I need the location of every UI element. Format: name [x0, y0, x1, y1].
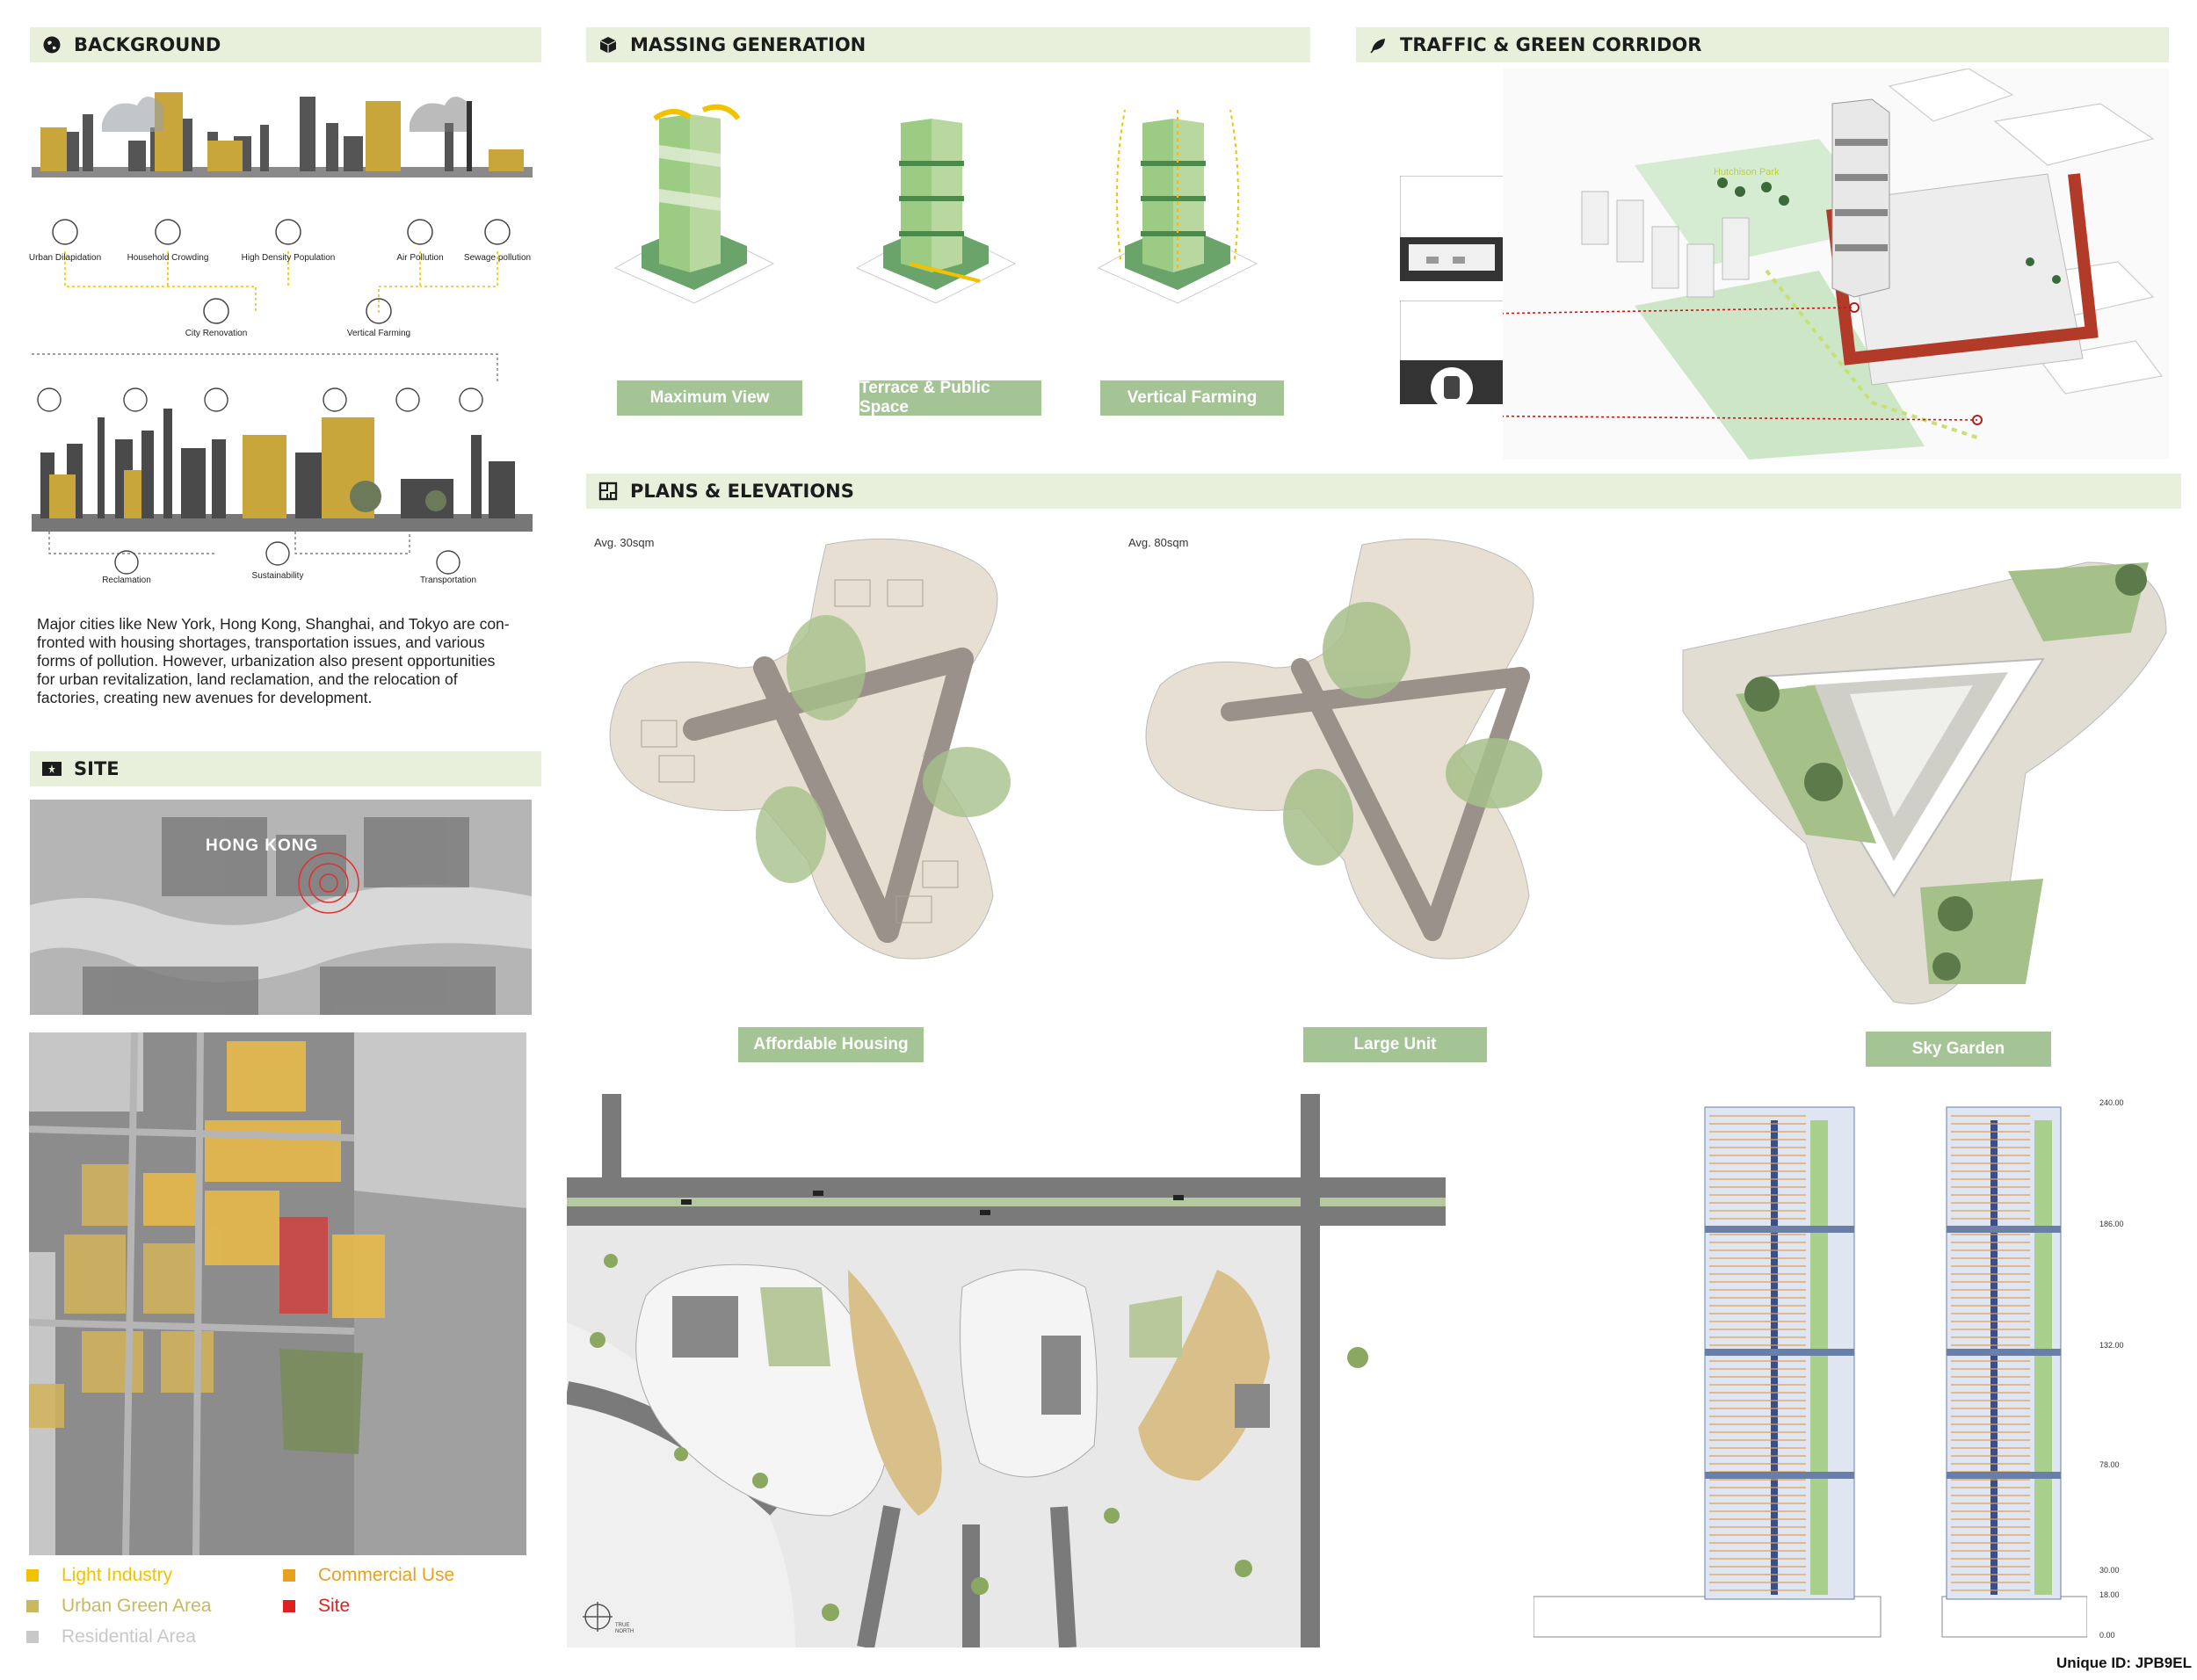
massing-diagram-terrace [848, 92, 1024, 321]
section-title-site: SITE [74, 758, 120, 779]
section-title-background: BACKGROUND [74, 34, 221, 55]
site-aerial-map: HONG KONG [30, 800, 532, 1015]
floorplan-icon [598, 482, 618, 501]
opportunity-label-2: Transportation [419, 576, 477, 585]
traffic-section-top [1399, 175, 1505, 282]
level-label-2: 132.00 [2099, 1341, 2124, 1350]
hk-flag-icon [42, 759, 62, 778]
massing-label-vertical-farming: Vertical Farming [1100, 380, 1284, 416]
site-zoning-map [29, 1032, 526, 1555]
park-label: Hutchison Park [1714, 167, 1780, 177]
strategy-label-1: Vertical Farming [346, 329, 411, 338]
legend-site: Site [283, 1596, 350, 1617]
section-title-traffic: TRAFFIC & GREEN CORRIDOR [1400, 34, 1702, 55]
section-title-plans: PLANS & ELEVATIONS [630, 481, 854, 502]
section-bar-background: BACKGROUND [30, 27, 541, 62]
section-bar-traffic: TRAFFIC & GREEN CORRIDOR [1356, 27, 2169, 62]
globe-icon [42, 35, 62, 54]
elevation-drawings [1533, 1094, 2088, 1647]
plan-label-large-unit: Large Unit [1303, 1027, 1487, 1062]
legend-commercial-use: Commercial Use [283, 1565, 454, 1586]
traffic-section-bottom [1399, 300, 1505, 409]
leaf-icon [1368, 35, 1388, 54]
issue-label-3: Air Pollution [396, 253, 444, 263]
legend-swatch [283, 1600, 295, 1612]
true-north-label: TRUE NORTH [615, 1623, 634, 1634]
legend-label: Residential Area [62, 1626, 196, 1647]
issue-label-0: Urban Dilapidation [28, 253, 102, 263]
massing-label-terrace: Terrace & Public Space [859, 379, 1041, 416]
background-paragraph: Major cities like New York, Hong Kong, S… [37, 615, 510, 706]
plan-label-sky-garden: Sky Garden [1866, 1032, 2051, 1067]
traffic-axonometric: Hutchison Park [1432, 68, 2169, 460]
legend-label: Light Industry [62, 1565, 173, 1585]
legend-swatch [26, 1600, 39, 1612]
opportunity-label-1: Sustainability [251, 571, 304, 581]
legend-light-industry: Light Industry [26, 1565, 172, 1586]
background-collage-top [32, 79, 533, 185]
site-plan: TRUE NORTH [567, 1094, 1446, 1647]
unique-id: Unique ID: JPB9EL [2056, 1655, 2192, 1671]
level-label-4: 30.00 [2099, 1566, 2120, 1575]
map-label-hong-kong: HONG KONG [206, 836, 319, 855]
legend-urban-green-area: Urban Green Area [26, 1596, 211, 1617]
legend-label: Urban Green Area [62, 1596, 212, 1616]
section-bar-plans: PLANS & ELEVATIONS [586, 474, 2181, 509]
legend-label: Commercial Use [318, 1565, 455, 1585]
level-label-5: 18.00 [2099, 1590, 2120, 1599]
issue-label-1: Household Crowding [127, 253, 209, 263]
plan-large-unit [1142, 527, 1599, 984]
massing-diagram-max-view [606, 92, 782, 321]
section-title-massing: MASSING GENERATION [630, 34, 866, 55]
background-collage-bottom: Reclamation Sustainability Transportatio… [32, 347, 533, 593]
issue-label-4: Sewage pollution [463, 253, 532, 263]
section-bar-site: SITE [30, 751, 541, 786]
level-label-0: 240.00 [2099, 1098, 2124, 1107]
legend-swatch [26, 1569, 39, 1582]
avg-label-left: Avg. 30sqm [594, 536, 655, 549]
opportunity-label-0: Reclamation [102, 576, 151, 585]
level-label-6: 0.00 [2099, 1631, 2115, 1640]
strategy-label-0: City Renovation [185, 329, 248, 338]
level-label-1: 186.00 [2099, 1220, 2124, 1228]
plan-affordable-housing [606, 527, 1055, 984]
level-label-3: 78.00 [2099, 1460, 2120, 1469]
massing-label-maximum-view: Maximum View [617, 380, 802, 416]
background-issues-diagram: Urban Dilapidation Household Crowding Hi… [29, 207, 533, 348]
section-bar-massing: MASSING GENERATION [586, 27, 1310, 62]
plan-label-affordable-housing: Affordable Housing [738, 1027, 924, 1062]
legend-swatch [283, 1569, 295, 1582]
legend-label: Site [318, 1596, 351, 1616]
massing-diagram-vertical-farming [1090, 92, 1265, 321]
avg-label-mid: Avg. 80sqm [1128, 536, 1189, 549]
cube-icon [598, 35, 618, 54]
legend-swatch [26, 1631, 39, 1643]
legend-residential-area: Residential Area [26, 1626, 196, 1647]
plan-sky-garden [1674, 527, 2179, 1019]
issue-label-2: High Density Population [241, 253, 336, 263]
